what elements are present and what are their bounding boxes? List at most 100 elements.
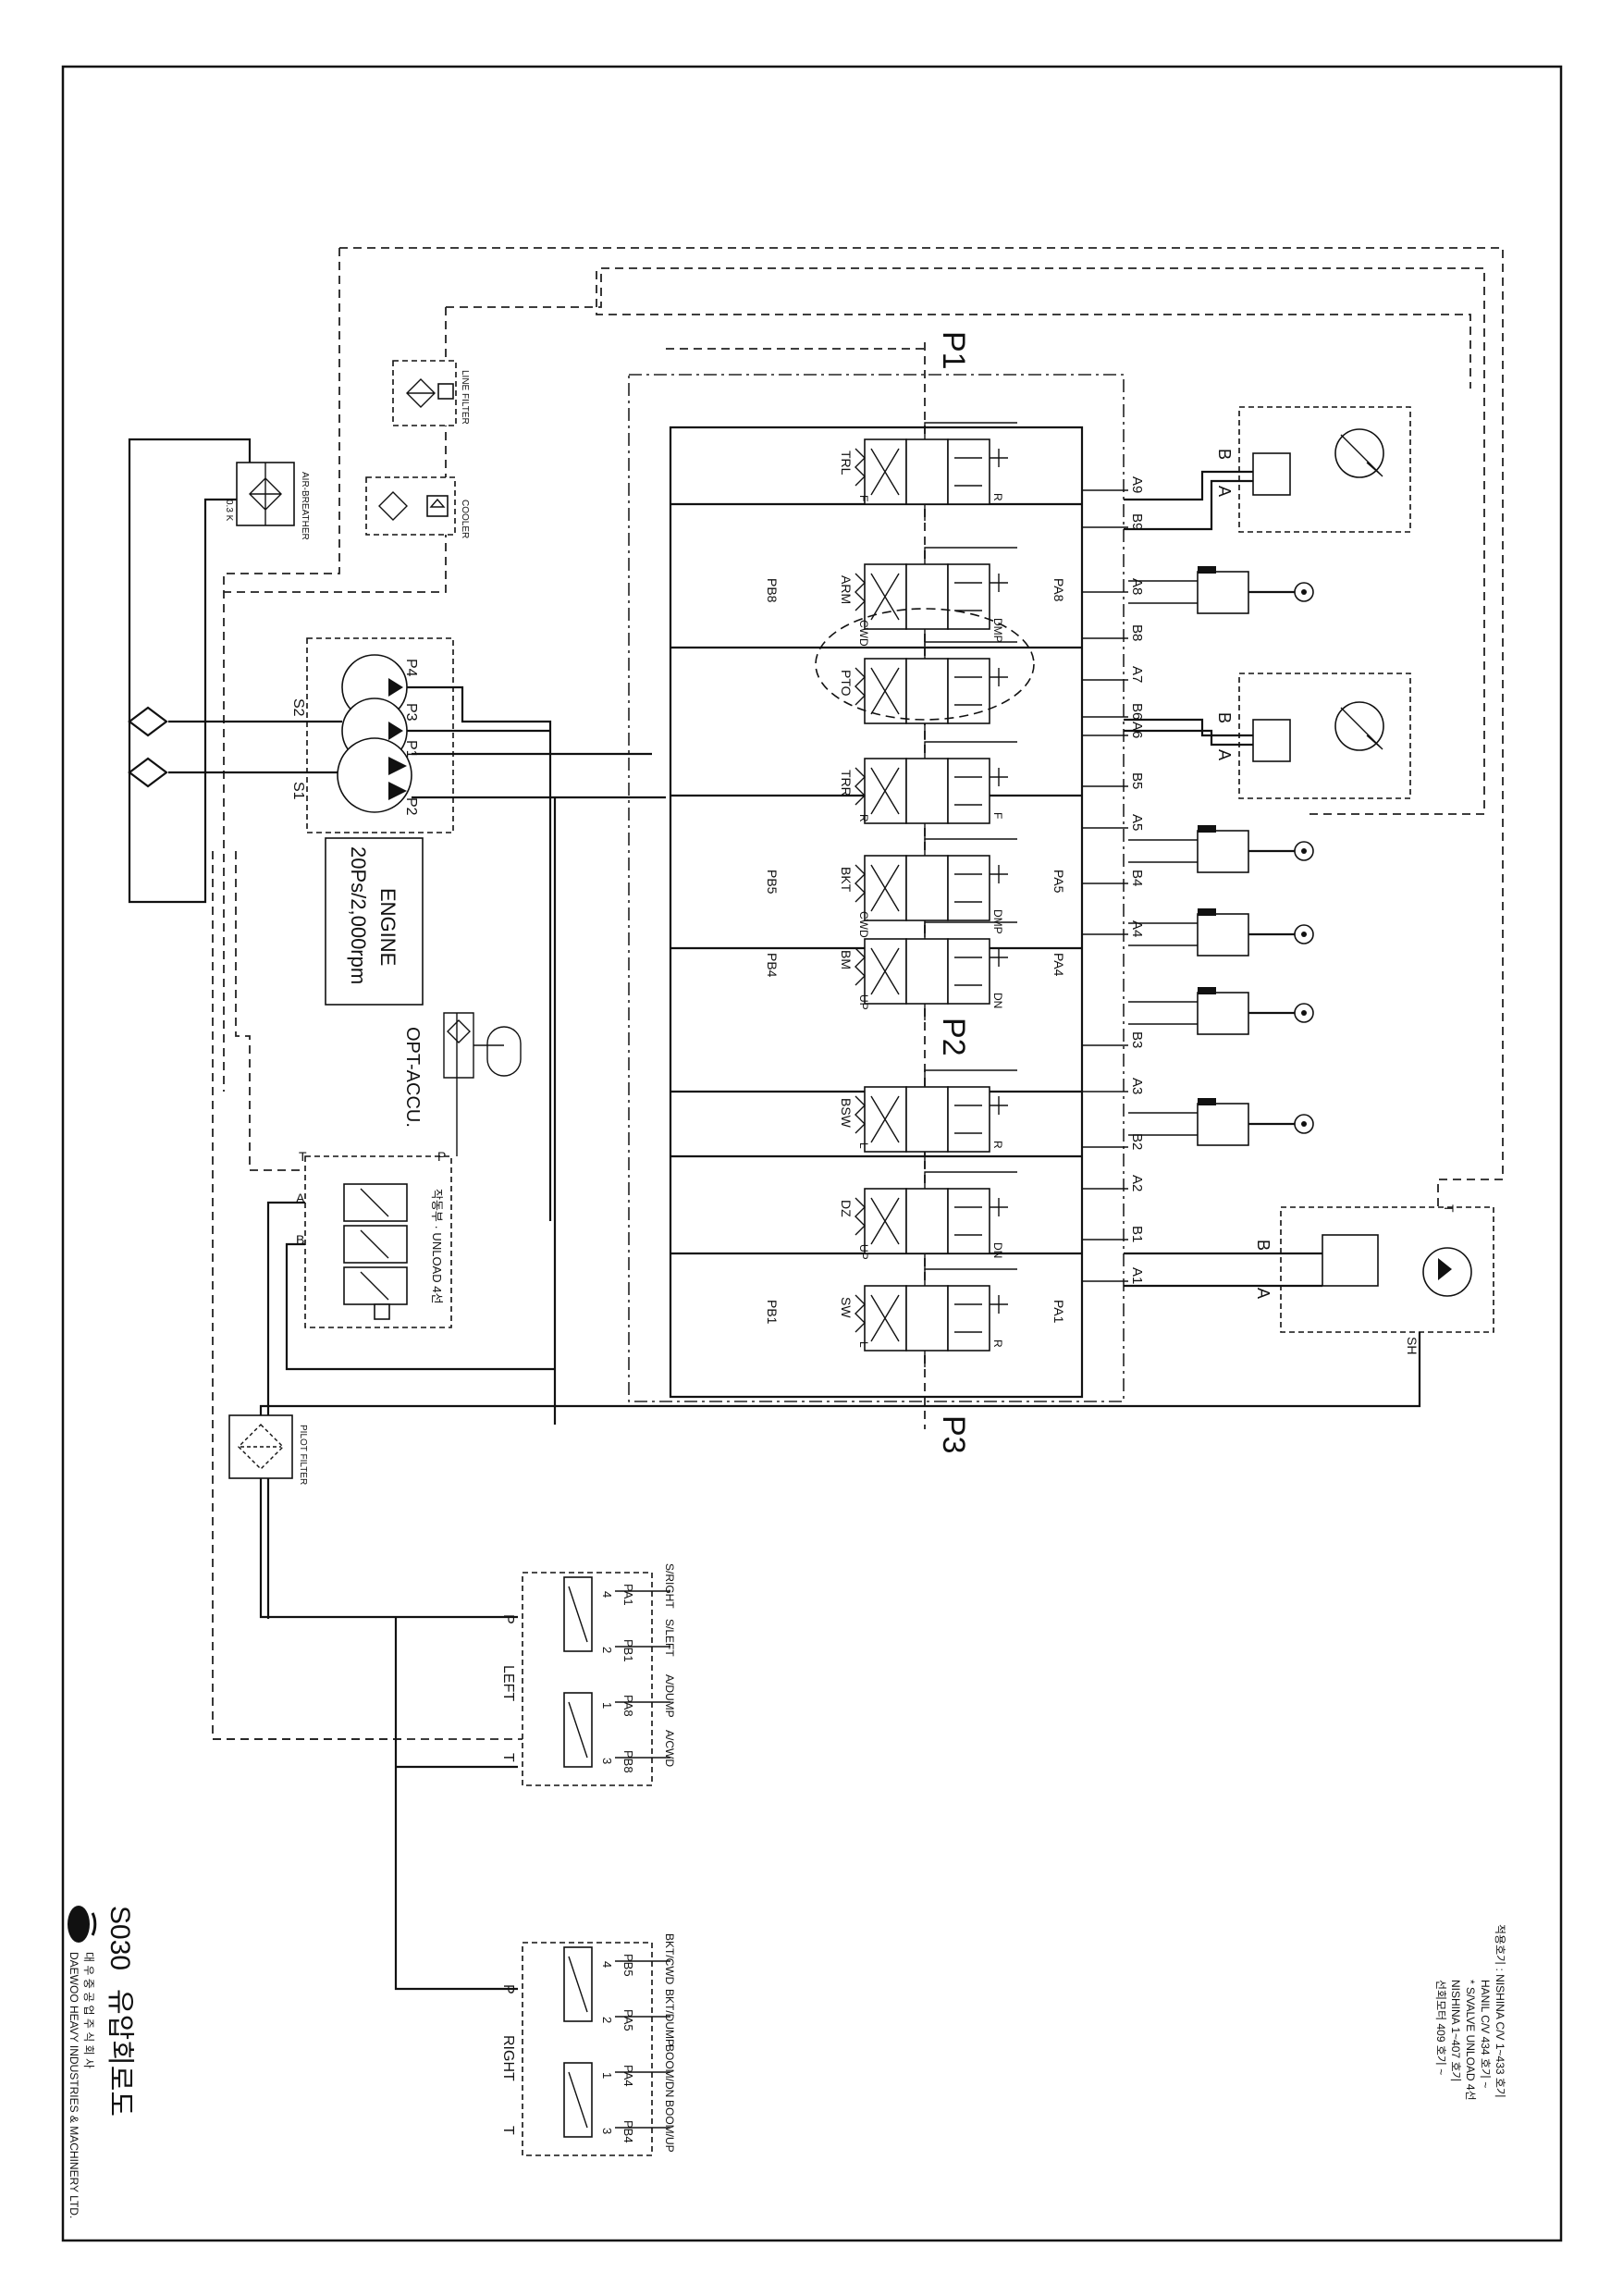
valve-left-label: UP: [857, 1244, 870, 1260]
unload-port-p: P: [437, 1149, 446, 1164]
port-b9: B9: [1129, 513, 1145, 530]
joystick-function: BOOM/DN: [663, 2044, 676, 2097]
line-filter: LINE FILTER: [392, 360, 470, 426]
cylinder: [1128, 908, 1314, 957]
port-a4: A4: [1129, 920, 1145, 937]
note-line: 적용호기 : NISHINA C/V 1~433 호기: [1494, 1924, 1506, 2098]
joystick-port-number: 2: [600, 2017, 614, 2023]
suction-s2-label: S2: [290, 698, 306, 717]
joystick-pilot-port: PA5: [621, 2009, 635, 2031]
unload-port-b: B: [296, 1232, 304, 1247]
valve-left-label: L: [857, 1142, 870, 1149]
valve-right-label: DMP: [991, 618, 1004, 643]
valve-pilot-a: PA8: [1051, 578, 1066, 602]
motor-l-port-a: A: [1215, 486, 1234, 497]
opt-accu-label: OPT-ACCU.: [402, 1027, 423, 1128]
valve-left-label: L: [857, 1341, 870, 1348]
unload-port-a: A: [296, 1191, 305, 1205]
drawing-title: 유압회로도: [105, 1989, 135, 2117]
port-a7: A7: [1129, 666, 1145, 683]
circuit-p2-label: P2: [936, 1018, 971, 1056]
pump-p3-label: P3: [403, 703, 419, 722]
line-filter-label: LINE FILTER: [460, 370, 470, 425]
circuit-p1-label: P1: [936, 331, 971, 370]
valve-right-label: DN: [991, 993, 1004, 1008]
joystick-right: RIGHT P T: [500, 1942, 653, 2156]
joystick-function: A/DUMP: [663, 1674, 676, 1718]
joystick-pilot-port: PA1: [621, 1584, 635, 1606]
cylinder: [1128, 987, 1314, 1035]
cylinder: [1128, 566, 1314, 614]
valve-left-label: F: [857, 495, 870, 501]
company-name-en: DAEWOO HEAVY INDUSTRIES & MACHINERY LTD.: [68, 1952, 80, 2218]
joystick-pilot-port: PB5: [621, 1954, 635, 1977]
joystick-right-port-t: T: [500, 2126, 516, 2135]
motor-r-port-a: A: [1215, 749, 1234, 760]
port-a5: A5: [1129, 814, 1145, 831]
valve-left-label: UP: [857, 994, 870, 1010]
swing-port-b: B: [1254, 1240, 1273, 1251]
opt-accumulator: OPT-ACCU.: [402, 1012, 522, 1156]
valve-pilot-a: PA5: [1051, 870, 1066, 894]
pilot-filter-label: PILOT FILTER: [298, 1425, 308, 1485]
valve-name: PTO: [839, 670, 854, 697]
joystick-pilot-port: PB1: [621, 1639, 635, 1662]
engine-label: ENGINE: [376, 888, 400, 966]
joystick-left-port-p: P: [500, 1614, 516, 1624]
port-b1: B1: [1129, 1226, 1145, 1242]
joystick-port-number: 4: [600, 1591, 614, 1598]
port-b4: B4: [1129, 870, 1145, 886]
pump-group: P4 P3 P1 P2 S2 S1: [168, 637, 666, 1425]
engine-spec: 20Ps/2,000rpm: [347, 846, 370, 984]
valve-right-label: R: [991, 1339, 1004, 1348]
breather-value: 0.3 K: [224, 500, 234, 522]
valve-left-label: CWD: [857, 911, 870, 938]
unload-block-label: 작동부 · UNLOAD 4선: [430, 1189, 444, 1303]
valve-right-label: DN: [991, 1242, 1004, 1258]
pump-p4-label: P4: [403, 659, 419, 677]
company-name-kr: 대 우 중 공 업 주 식 회 사: [82, 1952, 95, 2068]
port-a8: A8: [1129, 578, 1145, 595]
sheet-border: [61, 65, 1563, 2242]
port-b5: B5: [1129, 772, 1145, 789]
joystick-right-title: RIGHT: [500, 2035, 516, 2081]
valve-name: TRL: [839, 451, 854, 475]
port-a1: A1: [1129, 1267, 1145, 1284]
air-breather: AIR-BREATHER 0.3 K: [224, 462, 310, 540]
valve-pilot-a: PA4: [1051, 953, 1066, 977]
joystick-port-number: 4: [600, 1961, 614, 1968]
joystick-function: BKT/DUMP: [663, 1989, 676, 2046]
travel-motor-right: B A: [1124, 673, 1411, 799]
valve-pto: PTO: [839, 641, 1017, 740]
joystick-function: BKT/CWD: [663, 1933, 676, 1985]
note-line: 선회모터 409 호기 ~: [1434, 1980, 1447, 2075]
valve-pilot-a: PA1: [1051, 1300, 1066, 1324]
motor-l-port-b: B: [1215, 449, 1234, 460]
swing-motor: B A T SH: [1124, 1204, 1494, 1354]
swing-port-t: T: [1442, 1204, 1457, 1213]
valve-name: SW: [839, 1297, 854, 1318]
joystick-pilot-port: PB8: [621, 1750, 635, 1773]
valve-pilot-b: PB8: [765, 578, 780, 603]
joystick-function: S/LEFT: [663, 1619, 676, 1657]
title-block: S030 유압회로도 대 우 중 공 업 주 식 회 사 DAEWOO HEAV…: [68, 1906, 135, 2218]
suction-s1-label: S1: [290, 782, 306, 800]
cylinder: [1128, 1098, 1314, 1146]
port-b3: B3: [1129, 1031, 1145, 1048]
valve-left-label: R: [857, 814, 870, 822]
pto-highlight: [815, 608, 1035, 721]
port-b2: B2: [1129, 1133, 1145, 1150]
port-a2: A2: [1129, 1175, 1145, 1191]
valve-name: BKT: [839, 867, 854, 893]
valve-pilot-b: PB5: [765, 870, 780, 895]
joystick-left: LEFT P T: [500, 1572, 653, 1786]
joystick-function: A/CWD: [663, 1730, 676, 1767]
